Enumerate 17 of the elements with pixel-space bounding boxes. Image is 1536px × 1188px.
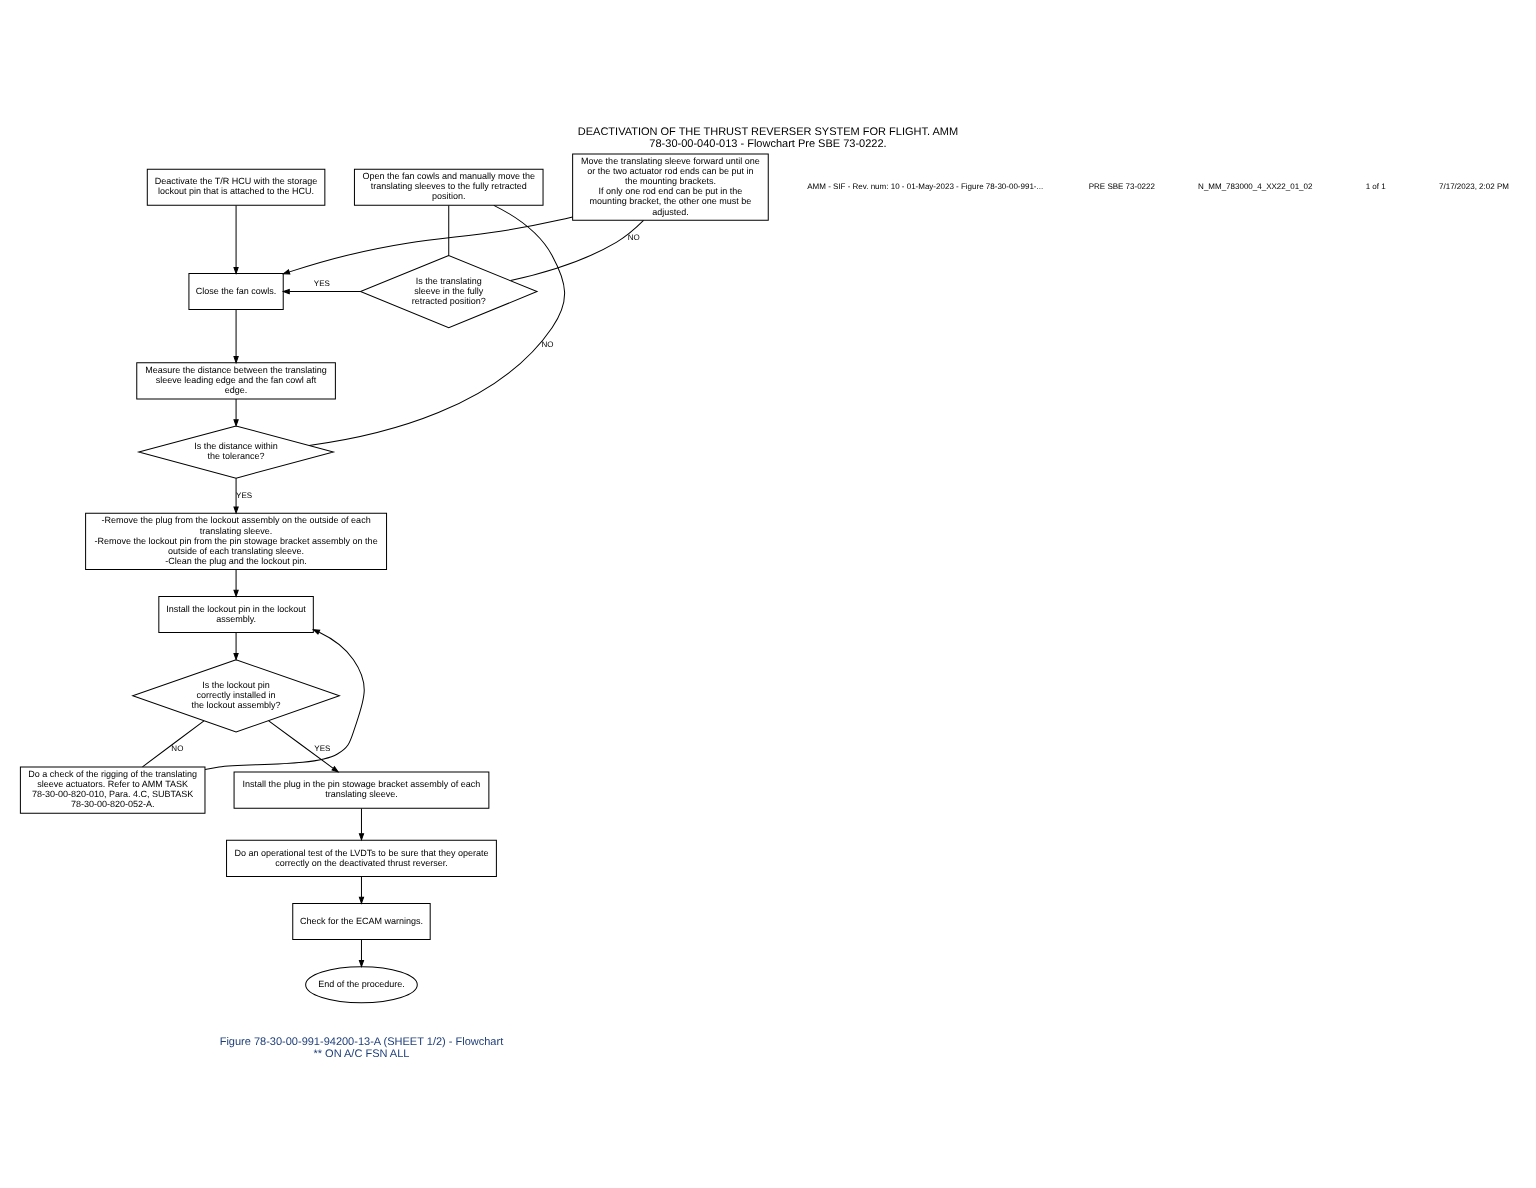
arrow [233, 477, 239, 514]
connector [308, 204, 566, 446]
arrow [204, 629, 365, 770]
arrow [233, 398, 239, 427]
arrow [233, 632, 239, 660]
connector [510, 219, 645, 282]
arrow [358, 808, 365, 841]
arrow [233, 569, 239, 597]
arrow [282, 216, 574, 275]
arrow [282, 288, 361, 295]
arrow [358, 876, 365, 904]
connector [142, 720, 205, 768]
arrow [358, 939, 365, 967]
arrow [233, 205, 239, 274]
connector [448, 205, 450, 256]
arrow [268, 720, 339, 773]
arrow [233, 309, 239, 364]
